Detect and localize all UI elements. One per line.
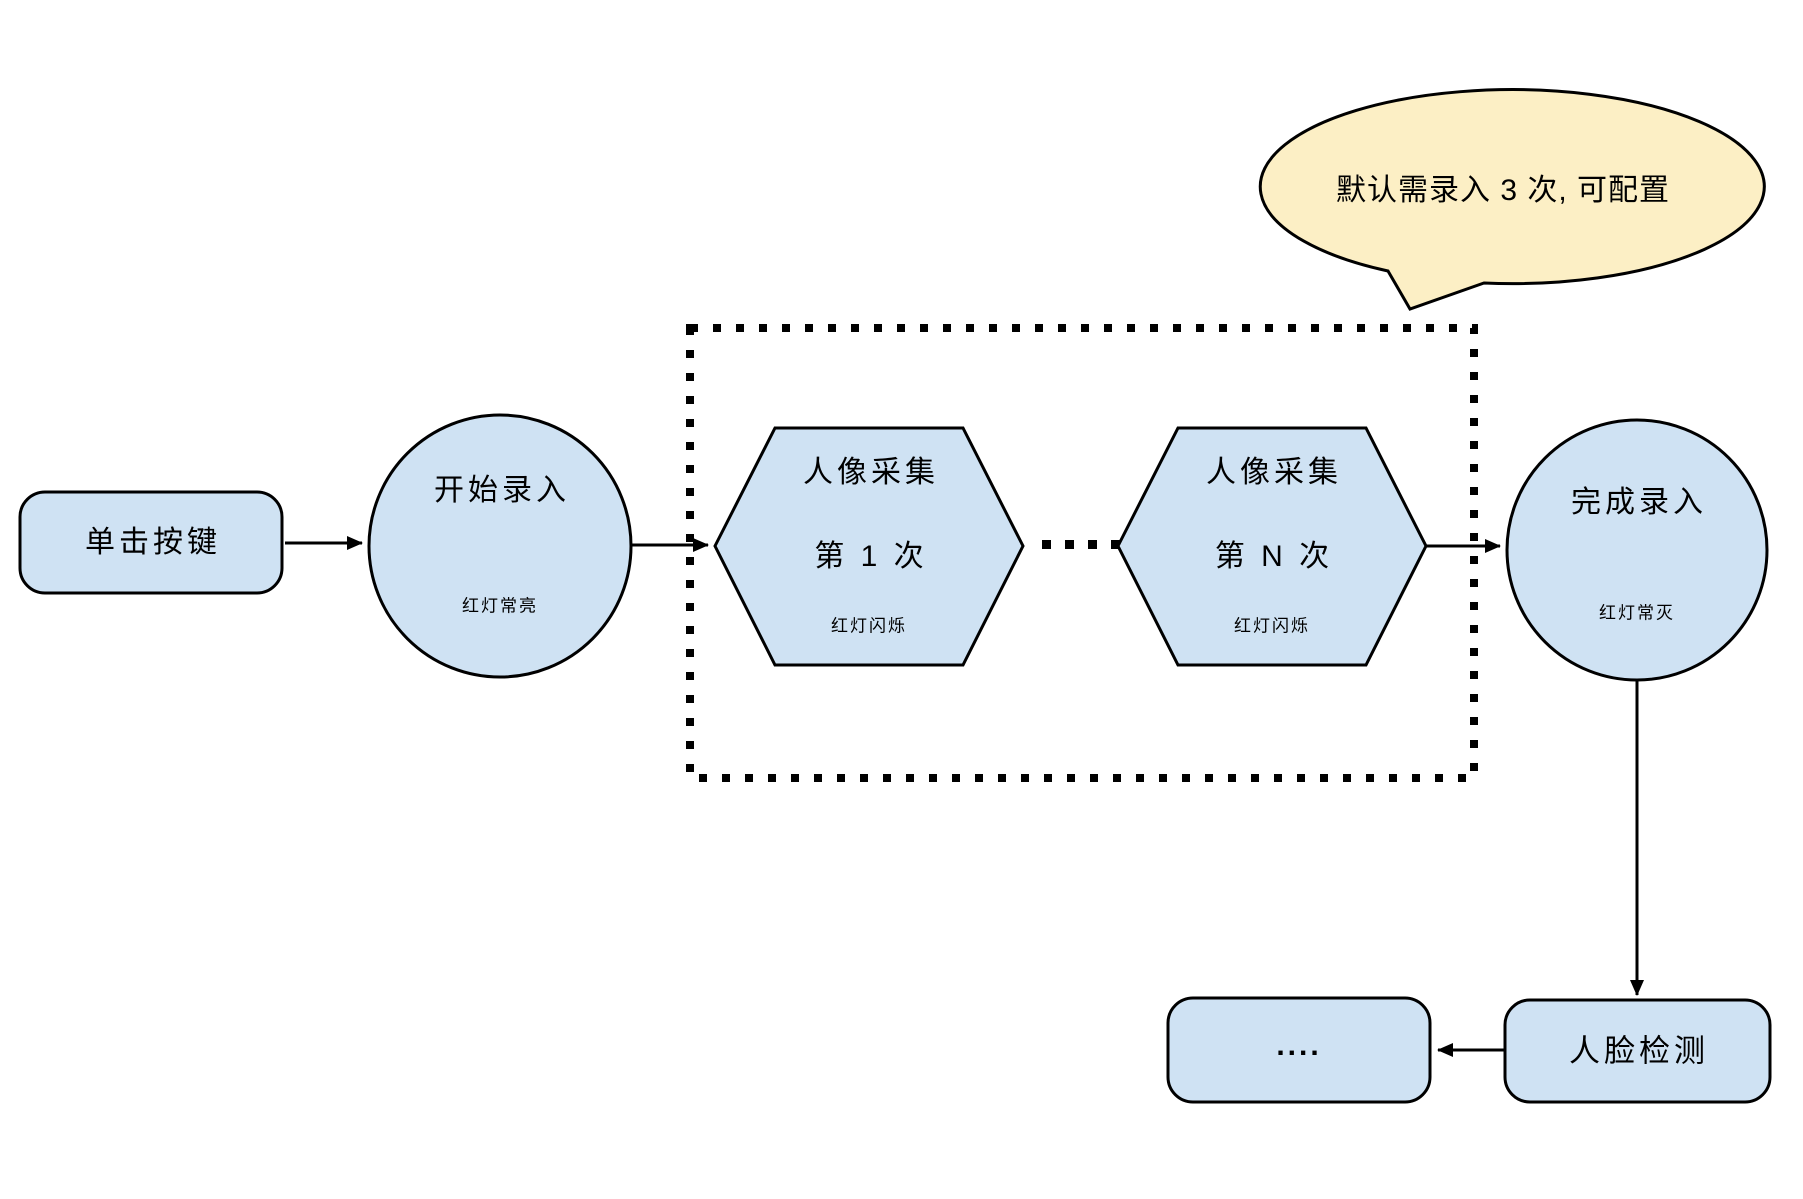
node-finish-enroll (1505, 418, 1769, 682)
node-continuation (1166, 996, 1432, 1104)
capture-first-label-line1: 人像采集 (803, 456, 939, 489)
dotted-group-border (686, 324, 1478, 782)
capture-nth-label-line1: 人像采集 (1206, 456, 1342, 489)
finish-enroll-sublabel: 红灯常灭 (1599, 603, 1675, 623)
click-button-label: 单击按键 (85, 526, 221, 559)
node-capture-first (713, 426, 1025, 667)
start-enroll-label: 开始录入 (434, 474, 570, 507)
finish-enroll-label: 完成录入 (1571, 486, 1707, 519)
start-enroll-sublabel: 红灯常亮 (462, 596, 538, 616)
node-capture-nth (1116, 426, 1428, 667)
capture-nth-sublabel: 红灯闪烁 (1234, 616, 1310, 636)
continuation-label: .... (1276, 1029, 1322, 1062)
capture-first-label-line2: 第 1 次 (814, 540, 928, 573)
capture-first-sublabel: 红灯闪烁 (831, 616, 907, 636)
capture-nth-label-line2: 第 N 次 (1214, 540, 1334, 573)
speech-bubble-shape (1258, 88, 1766, 311)
node-click-button (18, 490, 284, 595)
node-start-enroll (367, 413, 633, 679)
node-face-detect (1503, 998, 1772, 1104)
speech-bubble-text: 默认需录入 3 次, 可配置 (1335, 174, 1671, 207)
face-detect-label: 人脸检测 (1569, 1033, 1709, 1069)
continuation-dots (1042, 540, 1120, 549)
